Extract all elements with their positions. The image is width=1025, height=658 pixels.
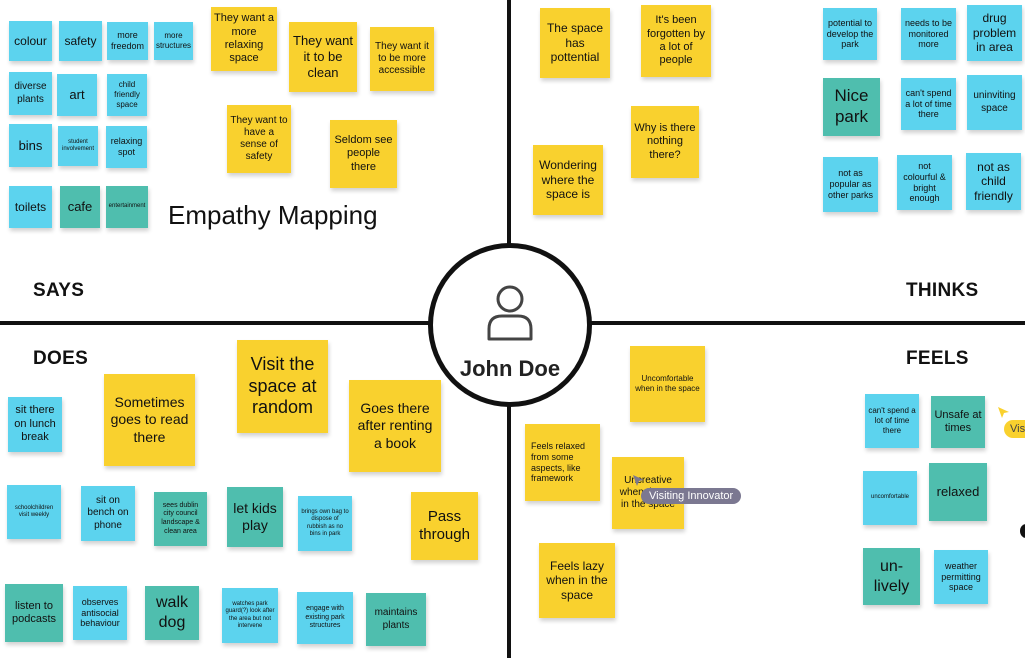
collaborator-avatar-dot: [1020, 524, 1025, 538]
sticky-note[interactable]: engage with existing park structures: [297, 592, 353, 644]
sticky-note[interactable]: let kids play: [227, 487, 283, 547]
sticky-note[interactable]: cafe: [60, 186, 100, 228]
sticky-note[interactable]: not colourful & bright enough: [897, 155, 952, 210]
sticky-note[interactable]: maintains plants: [366, 593, 426, 646]
sticky-note[interactable]: diverse plants: [9, 72, 52, 115]
sticky-note[interactable]: Wondering where the space is: [533, 145, 603, 215]
board-title: Empathy Mapping: [168, 200, 378, 230]
sticky-note[interactable]: Nice park: [823, 78, 880, 136]
sticky-note[interactable]: Goes there after renting a book: [349, 380, 441, 472]
sticky-note[interactable]: child friendly space: [107, 74, 147, 116]
sticky-note[interactable]: Uncomfortable when in the space: [630, 346, 705, 422]
persona-name: John Doe: [459, 356, 561, 381]
quadrant-label-thinks: THINKS: [906, 280, 979, 301]
cursor-arrow-icon: [633, 475, 644, 486]
cursor-arrow-icon: [998, 407, 1009, 418]
sticky-note[interactable]: brings own bag to dispose of rubbish as …: [298, 496, 352, 551]
sticky-note[interactable]: toilets: [9, 186, 52, 228]
sticky-note[interactable]: sit on bench on phone: [81, 486, 135, 541]
sticky-note[interactable]: The space has pottential: [540, 8, 610, 78]
collaborator-cursor-tag-2: Vis: [1004, 420, 1025, 438]
sticky-note[interactable]: not as popular as other parks: [823, 157, 878, 212]
sticky-note[interactable]: weather permitting space: [934, 550, 988, 604]
sticky-note[interactable]: Pass through: [411, 492, 478, 560]
sticky-note[interactable]: more freedom: [107, 22, 148, 60]
sticky-note[interactable]: Feels lazy when in the space: [539, 543, 615, 618]
sticky-note[interactable]: They want to have a sense of safety: [227, 105, 291, 173]
sticky-note[interactable]: can't spend a lot of time there: [901, 78, 956, 130]
sticky-note[interactable]: They want it to be clean: [289, 22, 357, 92]
sticky-note[interactable]: They want a more relaxing space: [211, 7, 277, 71]
sticky-note[interactable]: Feels relaxed from some aspects, like fr…: [525, 424, 600, 501]
sticky-note[interactable]: student involvement: [58, 126, 98, 166]
sticky-note[interactable]: bins: [9, 124, 52, 167]
sticky-note[interactable]: more structures: [154, 22, 193, 60]
sticky-note[interactable]: sit there on lunch break: [8, 397, 62, 452]
sticky-note[interactable]: watches park guard(?) look after the are…: [222, 588, 278, 643]
persona-circle[interactable]: John Doe: [428, 243, 592, 407]
sticky-note[interactable]: can't spend a lot of time there: [865, 394, 919, 448]
sticky-note[interactable]: entertainment: [106, 186, 148, 228]
sticky-note[interactable]: drug problem in area: [967, 5, 1022, 61]
sticky-note[interactable]: sees dublin city council landscape & cle…: [154, 492, 207, 546]
sticky-note[interactable]: relaxing spot: [106, 126, 147, 168]
person-outline-icon: [487, 285, 533, 341]
sticky-note[interactable]: observes antisocial behaviour: [73, 586, 127, 640]
sticky-note[interactable]: Why is there nothing there?: [631, 106, 699, 178]
quadrant-label-feels: FEELS: [906, 348, 969, 369]
sticky-note[interactable]: relaxed: [929, 463, 987, 521]
sticky-note[interactable]: needs to be monitored more: [901, 8, 956, 60]
sticky-note[interactable]: colour: [9, 21, 52, 61]
sticky-note[interactable]: It's been forgotten by a lot of people: [641, 5, 711, 77]
collaborator-cursor-tag: Visiting Innovator: [641, 488, 742, 504]
sticky-note[interactable]: schoolchildren visit weekly: [7, 485, 61, 539]
sticky-note[interactable]: walk dog: [145, 586, 199, 640]
sticky-note[interactable]: uncomfortable: [863, 471, 917, 525]
quadrant-label-does: DOES: [33, 348, 89, 369]
sticky-note[interactable]: Seldom see people there: [330, 120, 397, 188]
sticky-note[interactable]: safety: [59, 21, 102, 61]
sticky-note[interactable]: un-lively: [863, 548, 920, 605]
sticky-note[interactable]: potential to develop the park: [823, 8, 877, 60]
sticky-note[interactable]: Unsafe at times: [931, 396, 985, 448]
sticky-note[interactable]: Visit the space at random: [237, 340, 328, 433]
sticky-note[interactable]: art: [57, 74, 97, 116]
sticky-note[interactable]: They want it to be more accessible: [370, 27, 434, 91]
quadrant-label-says: SAYS: [33, 280, 85, 301]
sticky-note[interactable]: uninviting space: [967, 75, 1022, 130]
sticky-note[interactable]: listen to podcasts: [5, 584, 63, 642]
sticky-note[interactable]: Sometimes goes to read there: [104, 374, 195, 466]
sticky-note[interactable]: not as child friendly: [966, 153, 1021, 210]
